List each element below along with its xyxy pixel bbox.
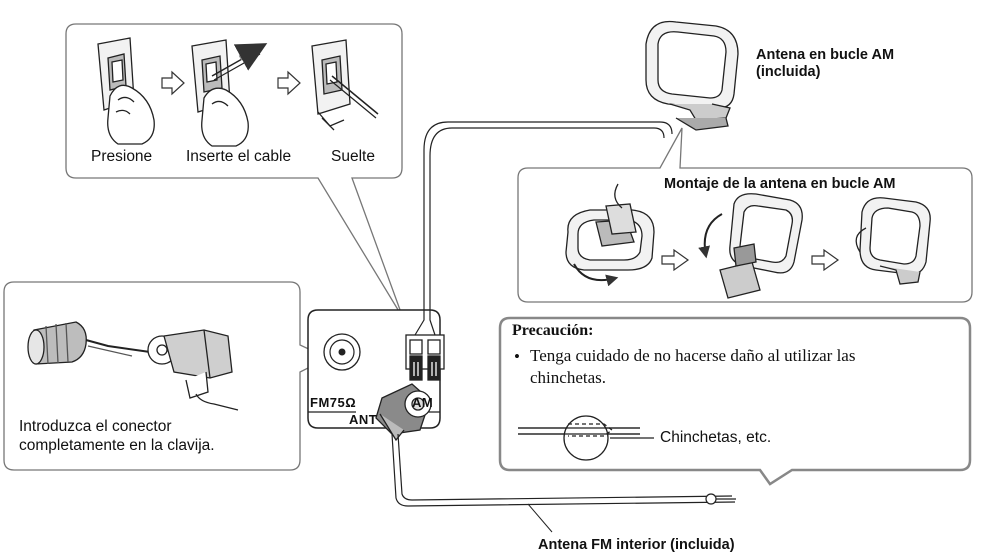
caution-bullet: •	[514, 347, 520, 366]
press-terminal-icon	[97, 37, 155, 145]
fm-connector-callout	[3, 281, 330, 471]
insert-cable-icon	[191, 39, 268, 147]
am-assembly-title: Montaje de la antena en bucle AM	[664, 176, 896, 192]
am-assembly-step1-icon	[565, 183, 655, 287]
am-assembly-step3-icon	[855, 197, 931, 285]
arrow-right-icon	[811, 248, 840, 272]
caution-text-line2: chinchetas.	[530, 368, 606, 387]
fm-plug-connected-icon	[375, 383, 432, 442]
pin-icon	[518, 415, 654, 461]
arrow-right-icon	[661, 248, 690, 272]
caution-heading: Precaución:	[512, 322, 594, 339]
pins-label: Chinchetas, etc.	[660, 429, 772, 446]
am-loop-title-line1: Antena en bucle AM	[756, 47, 895, 63]
am-terminal-icon	[405, 334, 445, 381]
caution-callout	[498, 316, 972, 486]
caution-text-line1: Tenga cuidado de no hacerse daño al util…	[530, 346, 856, 365]
fm-instruction-line1: Introduzca el conector	[19, 418, 172, 435]
panel-fm-label: FM75Ω	[310, 395, 357, 410]
am-assembly-step2-icon	[698, 193, 803, 299]
arrow-right-icon	[161, 70, 185, 96]
release-step-label: Suelte	[331, 148, 375, 165]
am-loop-antenna-icon	[645, 20, 739, 131]
fm-antenna-leader	[527, 503, 553, 533]
fm-antenna-wire	[391, 433, 736, 507]
press-step-label: Presione	[91, 148, 153, 165]
am-antenna-wire	[414, 121, 673, 336]
panel-am-label: AM	[412, 395, 434, 410]
arrow-right-icon	[277, 70, 301, 96]
fm-jack-icon	[323, 333, 361, 371]
am-loop-title-line2: (incluida)	[756, 64, 821, 80]
release-terminal-icon	[311, 39, 379, 131]
fm-plug-icon	[27, 321, 239, 411]
fm-antenna-label: Antena FM interior (incluida)	[538, 537, 735, 553]
panel-ant-label: ANT	[349, 412, 378, 427]
fm-instruction-line2: completamente en la clavija.	[19, 437, 215, 454]
insert-step-label: Inserte el cable	[186, 148, 292, 165]
